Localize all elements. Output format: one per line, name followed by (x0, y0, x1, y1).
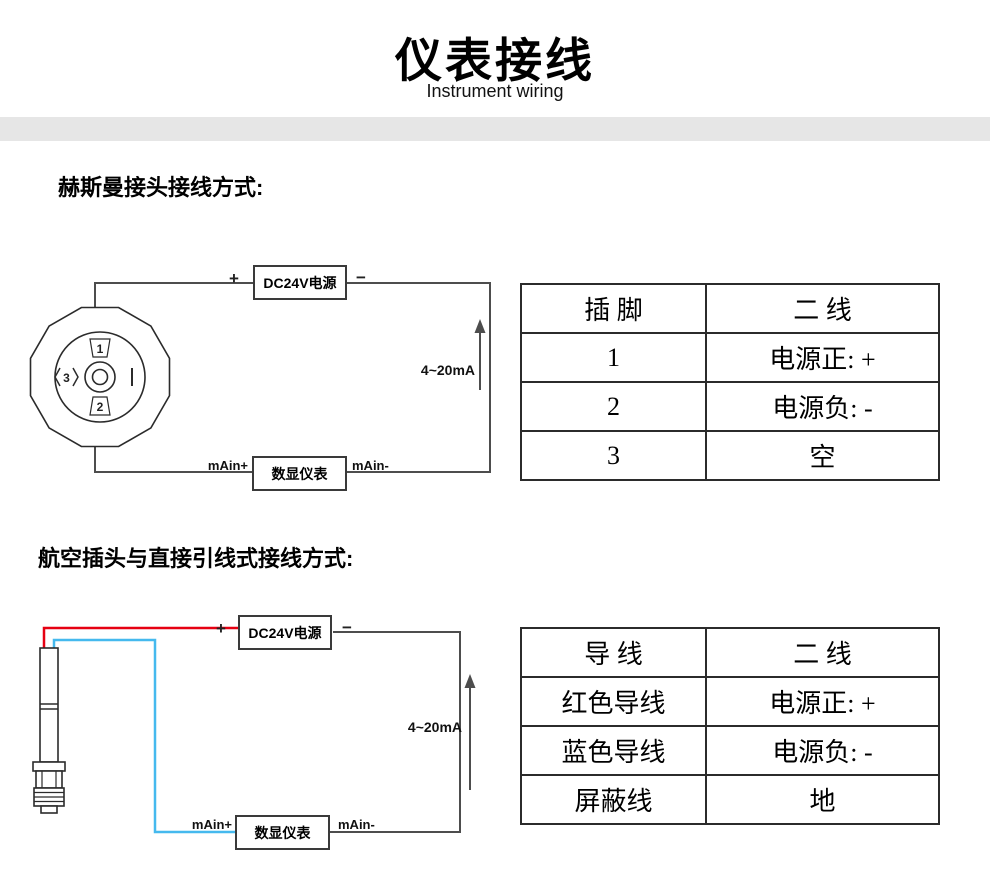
wiring-circuit-graphic (32, 626, 476, 834)
table-header-cell: 二 线 (705, 283, 940, 334)
connector-pin-2-label: 2 (97, 400, 104, 414)
page-subtitle: Instrument wiring (426, 81, 564, 101)
main-minus-label: mAin- (352, 458, 389, 473)
plus-sign: + (216, 619, 226, 638)
table-cell: 空 (705, 430, 940, 481)
table-cell: 2 (520, 381, 707, 432)
table-cell: 电源正: + (705, 332, 940, 383)
table-cell: 屏蔽线 (520, 774, 707, 825)
hirschmann-wiring-diagram: 1 2 3 DC24V电源 + − 数显仪表 mAin+ mAin- 4~20m… (20, 255, 520, 505)
hirschmann-connector-icon: 1 2 3 (29, 306, 171, 448)
current-range-label: 4~20mA (407, 719, 462, 735)
divider-band (0, 117, 990, 141)
current-range-label: 4~20mA (420, 362, 475, 378)
table-header-row: 插 脚 二 线 (520, 283, 940, 334)
table-cell: 1 (520, 332, 707, 383)
table-row: 蓝色导线 电源负: - (520, 725, 940, 776)
table-row: 屏蔽线 地 (520, 774, 940, 825)
sensor-probe-icon (32, 647, 66, 814)
pin-wiring-table: 插 脚 二 线 1 电源正: + 2 电源负: - 3 空 (520, 283, 940, 481)
table-header-cell: 二 线 (705, 627, 940, 678)
circuit-wire (330, 631, 461, 833)
page-title: 仪表接线 (395, 34, 595, 87)
table-header-cell: 插 脚 (520, 283, 707, 334)
minus-sign: − (356, 268, 366, 287)
table-row: 红色导线 电源正: + (520, 676, 940, 727)
lead-wire-wiring-diagram: DC24V电源 + − 数显仪表 mAin+ mAin- 4~20mA (20, 600, 520, 860)
blue-lead-wire (52, 638, 235, 834)
connector-pin-3-label: 3 (63, 371, 70, 385)
minus-sign: − (342, 618, 352, 637)
table-header-row: 导 线 二 线 (520, 627, 940, 678)
table-row: 2 电源负: - (520, 381, 940, 432)
section2-heading: 航空插头与直接引线式接线方式: (38, 546, 354, 571)
plus-sign: + (229, 269, 239, 288)
table-cell: 电源正: + (705, 676, 940, 727)
lead-wiring-table: 导 线 二 线 红色导线 电源正: + 蓝色导线 电源负: - 屏蔽线 地 (520, 627, 940, 825)
table-header-cell: 导 线 (520, 627, 707, 678)
wiring-circuit-graphic: 1 2 3 (29, 282, 491, 473)
red-lead-wire (42, 626, 238, 650)
section1-heading: 赫斯曼接头接线方式: (58, 175, 264, 200)
meter-box: 数显仪表 (252, 456, 347, 491)
power-supply-box: DC24V电源 (253, 265, 347, 300)
main-plus-label: mAin+ (191, 817, 232, 832)
table-cell: 3 (520, 430, 707, 481)
connector-pin-1-label: 1 (97, 342, 104, 356)
table-row: 1 电源正: + (520, 332, 940, 383)
main-minus-label: mAin- (338, 817, 375, 832)
table-cell: 红色导线 (520, 676, 707, 727)
main-plus-label: mAin+ (207, 458, 248, 473)
table-cell: 电源负: - (705, 381, 940, 432)
current-arrow-head (464, 674, 476, 688)
table-row: 3 空 (520, 430, 940, 481)
table-cell: 地 (705, 774, 940, 825)
table-cell: 电源负: - (705, 725, 940, 776)
current-arrow-head (474, 319, 486, 333)
power-supply-box: DC24V电源 (238, 615, 332, 650)
table-cell: 蓝色导线 (520, 725, 707, 776)
meter-box: 数显仪表 (235, 815, 330, 850)
